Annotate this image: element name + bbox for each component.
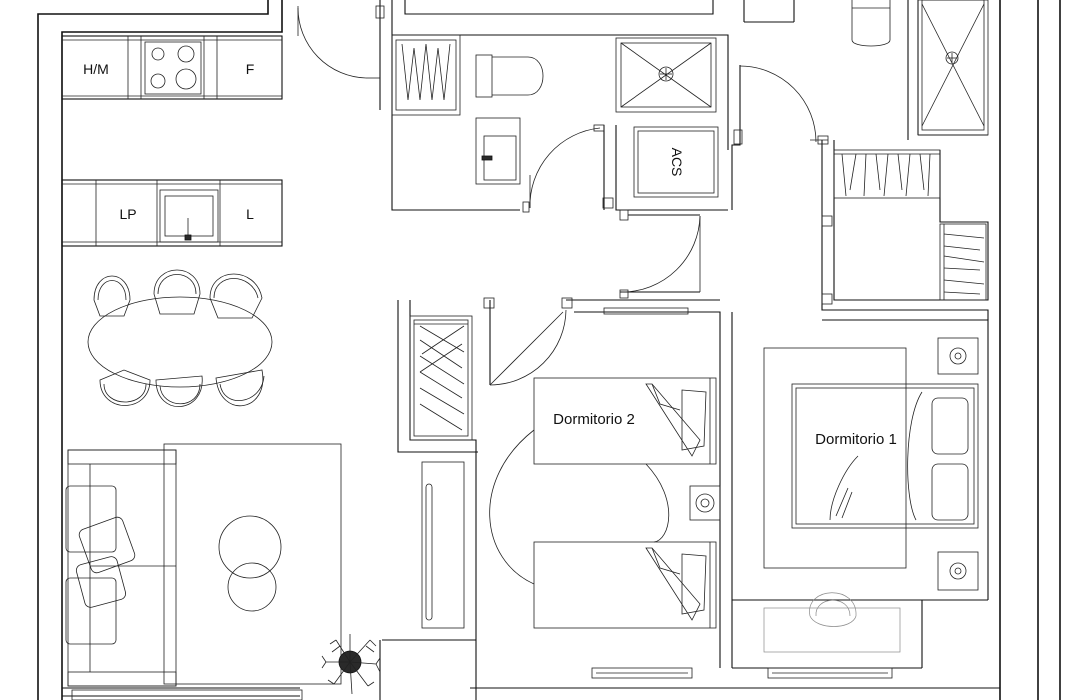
toilet-icon [475, 54, 544, 98]
chair-icon [93, 269, 265, 407]
water-heater-icon [633, 126, 719, 198]
label-dormitorio-1: Dormitorio 1 [815, 431, 897, 448]
lamp-icon [689, 485, 721, 521]
bed-icon [763, 347, 979, 569]
chair-icon [809, 592, 857, 627]
table-icon [87, 296, 273, 388]
pillow-icon [681, 389, 707, 451]
desk-icon [763, 607, 901, 653]
sofa-icon [65, 449, 177, 687]
bed-icon [533, 377, 717, 629]
sink-icon [159, 189, 219, 243]
shower-icon [917, 0, 989, 136]
stove-icon [144, 41, 202, 95]
pillow-icon [931, 397, 969, 521]
shower-icon [615, 37, 717, 113]
kitchen-sink-counter [61, 179, 283, 247]
window-icon [71, 667, 893, 700]
plant-icon [321, 634, 381, 695]
exterior-walls [37, 0, 1061, 700]
door-swing-icon [297, 5, 833, 386]
rug-icon [163, 443, 342, 685]
wardrobe-icon [833, 149, 987, 301]
pillow-icon [681, 553, 707, 615]
rug-icon [489, 429, 670, 585]
label-acs: ACS [669, 148, 685, 177]
coffee-table-icon [218, 515, 282, 612]
label-f: F [246, 61, 255, 77]
nightstand-icon [421, 461, 465, 629]
kitchen-counter [61, 35, 283, 100]
label-lp: LP [119, 206, 136, 222]
interior-walls [62, 0, 1000, 700]
label-dormitorio-2: Dormitorio 2 [553, 411, 635, 428]
toilet-icon [851, 0, 891, 47]
wardrobe-icon [391, 34, 461, 116]
lamp-icon [937, 337, 979, 591]
sink-icon [475, 117, 521, 185]
label-l: L [246, 206, 254, 222]
label-hm: H/M [83, 61, 109, 77]
wardrobe-icon [409, 315, 473, 441]
